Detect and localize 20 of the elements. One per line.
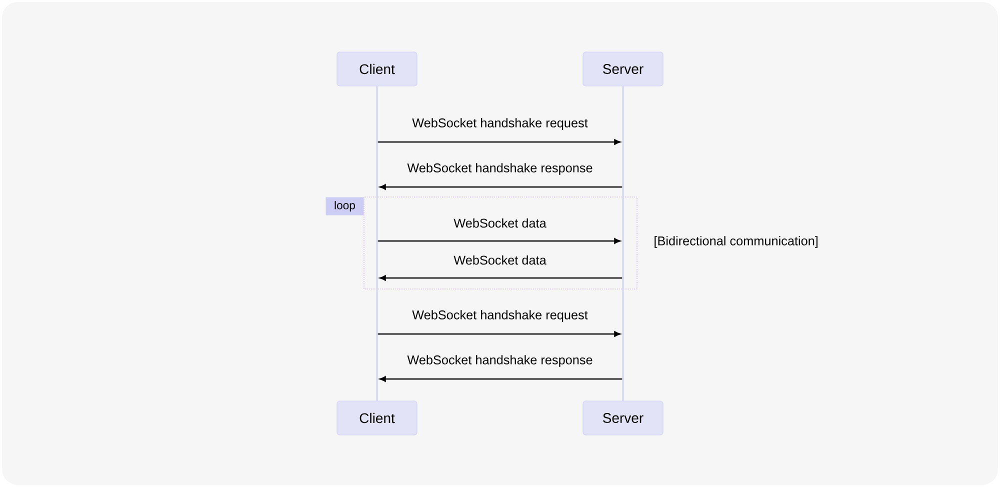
message-arrow [380, 275, 622, 281]
message-arrow [378, 331, 620, 337]
loop-tag: loop [326, 197, 364, 216]
participant-box: Client [336, 52, 418, 86]
message-label: WebSocket handshake response [406, 354, 594, 368]
message-arrow [380, 184, 622, 190]
message-arrow [378, 139, 620, 145]
message-arrow [378, 238, 620, 244]
lifeline [622, 86, 624, 401]
participant-box: Client [336, 400, 418, 436]
message-label: WebSocket handshake request [410, 116, 590, 132]
message-label: WebSocket data [452, 254, 548, 266]
participant-box: Server [582, 400, 664, 436]
message-label: WebSocket handshake response [406, 162, 594, 176]
lifeline [376, 86, 378, 401]
message-label: WebSocket handshake request [410, 308, 590, 324]
loop-condition: [Bidirectional communication] [654, 236, 818, 248]
participant-box: Server [582, 52, 664, 86]
message-label: WebSocket data [452, 217, 548, 229]
message-arrow [380, 376, 622, 382]
